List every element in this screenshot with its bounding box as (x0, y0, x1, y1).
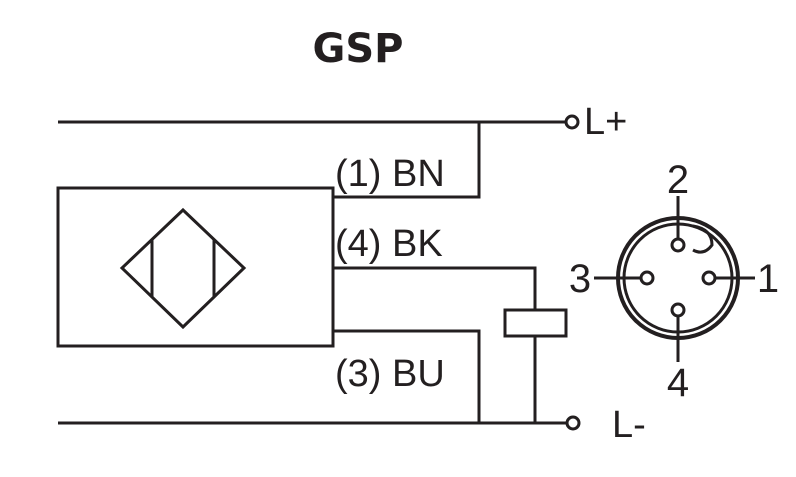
terminal-positive (564, 114, 580, 130)
connector-pin-1 (701, 270, 717, 286)
terminal-negative (565, 415, 581, 431)
connector-pin-3 (639, 270, 655, 286)
load-resistor (503, 308, 568, 338)
wire-blue-label: (3) BU (335, 353, 445, 395)
wire-brown (333, 122, 481, 199)
connector-coding-key (692, 224, 714, 254)
diagram-title: GSP (313, 26, 404, 72)
connector-pin-2-label: 2 (667, 158, 689, 202)
wire-black-label: (4) BK (335, 223, 443, 265)
wire-blue (333, 329, 481, 423)
terminal-positive-label: L+ (584, 101, 627, 143)
connector-pin-4-label: 4 (667, 361, 689, 405)
wire-black (333, 266, 537, 310)
connector-pin-1-label: 1 (757, 257, 779, 301)
sensor-symbol-diamond (119, 207, 247, 330)
sensor-body (56, 186, 335, 348)
wire-brown-label: (1) BN (335, 153, 445, 195)
connector-pin-2 (670, 237, 686, 253)
connector-pin-3-label: 3 (569, 257, 591, 301)
connector-pinout: 2 3 1 4 (569, 158, 779, 405)
terminal-negative-label: L- (612, 404, 646, 446)
connector-pin-4 (670, 302, 686, 318)
